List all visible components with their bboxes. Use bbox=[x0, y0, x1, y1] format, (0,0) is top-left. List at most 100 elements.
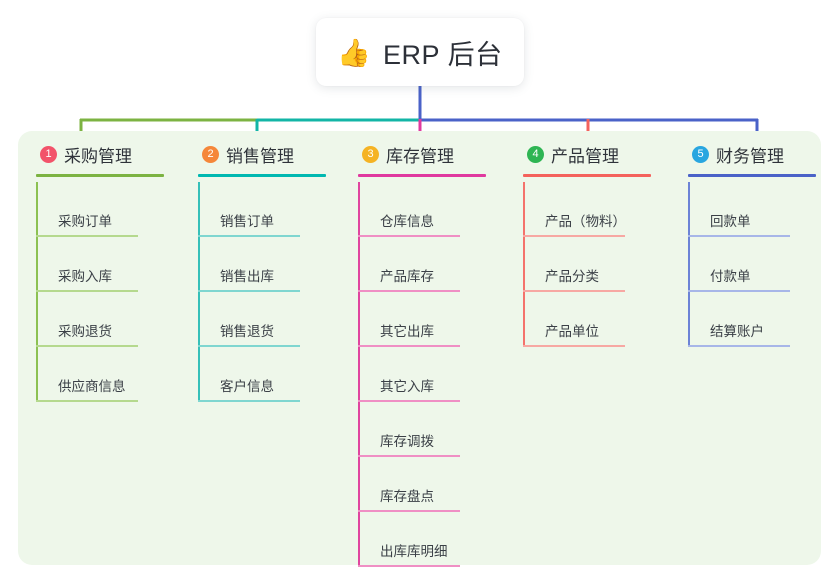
column-3: 3 库存管理仓库信息产品库存其它出库其它入库库存调拨库存盘点出库库明细 bbox=[358, 131, 518, 567]
leaf-underline bbox=[523, 345, 625, 347]
column-title: 销售管理 bbox=[226, 147, 294, 166]
leaf-underline bbox=[688, 290, 790, 292]
column-title: 库存管理 bbox=[386, 147, 454, 166]
leaf-label: 产品（物料） bbox=[545, 214, 626, 229]
leaf-item[interactable]: 库存盘点 bbox=[358, 457, 518, 512]
leaf-label: 销售退货 bbox=[220, 324, 274, 339]
column-title: 财务管理 bbox=[716, 147, 784, 166]
leaf-item[interactable]: 结算账户 bbox=[688, 292, 839, 347]
leaf-label: 产品分类 bbox=[545, 269, 599, 284]
leaf-underline bbox=[198, 345, 300, 347]
column-underline bbox=[688, 174, 816, 177]
leaf-item[interactable]: 其它出库 bbox=[358, 292, 518, 347]
column-header-3[interactable]: 3 库存管理 bbox=[358, 131, 518, 178]
leaf-label: 采购退货 bbox=[58, 324, 112, 339]
leaf-item[interactable]: 销售出库 bbox=[198, 237, 358, 292]
leaf-item[interactable]: 产品分类 bbox=[523, 237, 683, 292]
leaf-label: 库存调拨 bbox=[380, 434, 434, 449]
column-5: 5 财务管理回款单付款单结算账户 bbox=[688, 131, 839, 347]
leaf-item[interactable]: 产品单位 bbox=[523, 292, 683, 347]
leaf-label: 出库库明细 bbox=[380, 544, 448, 559]
column-4: 4 产品管理产品（物料） 产品分类产品单位 bbox=[523, 131, 683, 347]
column-title: 产品管理 bbox=[551, 147, 619, 166]
leaf-label: 销售订单 bbox=[220, 214, 274, 229]
leaf-label: 产品单位 bbox=[545, 324, 599, 339]
column-number-badge: 5 bbox=[692, 146, 709, 163]
leaf-label: 结算账户 bbox=[710, 324, 764, 339]
leaf-label: 客户信息 bbox=[220, 379, 274, 394]
column-header-4[interactable]: 4 产品管理 bbox=[523, 131, 683, 178]
leaf-label: 其它出库 bbox=[380, 324, 434, 339]
column-number-badge: 1 bbox=[40, 146, 57, 163]
leaf-underline bbox=[688, 235, 790, 237]
leaf-item[interactable]: 客户信息 bbox=[198, 347, 358, 402]
leaf-label: 仓库信息 bbox=[380, 214, 434, 229]
leaf-spine bbox=[36, 182, 38, 402]
column-underline bbox=[198, 174, 326, 177]
leaf-underline bbox=[36, 345, 138, 347]
leaf-underline bbox=[358, 565, 460, 567]
root-title: ERP 后台 bbox=[383, 39, 503, 70]
leaf-label: 供应商信息 bbox=[58, 379, 126, 394]
leaf-list: 采购订单采购入库采购退货供应商信息 bbox=[36, 182, 196, 402]
leaf-label: 采购入库 bbox=[58, 269, 112, 284]
leaf-underline bbox=[36, 235, 138, 237]
leaf-spine bbox=[358, 182, 360, 567]
leaf-label: 回款单 bbox=[710, 214, 751, 229]
leaf-label: 销售出库 bbox=[220, 269, 274, 284]
leaf-label: 付款单 bbox=[710, 269, 751, 284]
leaf-underline bbox=[523, 235, 625, 237]
leaf-item[interactable]: 销售订单 bbox=[198, 182, 358, 237]
leaf-list: 销售订单销售出库销售退货客户信息 bbox=[198, 182, 358, 402]
thumbs-up-icon: 👍 bbox=[337, 37, 372, 68]
column-number-badge: 2 bbox=[202, 146, 219, 163]
column-underline bbox=[358, 174, 486, 177]
leaf-spine bbox=[523, 182, 525, 347]
leaf-underline bbox=[198, 235, 300, 237]
column-container: 1 采购管理采购订单采购入库采购退货供应商信息 2 销售管理销售订单销售出库销售退货客… bbox=[18, 131, 821, 567]
column-number-badge: 4 bbox=[527, 146, 544, 163]
leaf-list: 回款单付款单结算账户 bbox=[688, 182, 839, 347]
column-title: 采购管理 bbox=[64, 147, 132, 166]
leaf-underline bbox=[358, 400, 460, 402]
leaf-item[interactable]: 采购订单 bbox=[36, 182, 196, 237]
leaf-item[interactable]: 销售退货 bbox=[198, 292, 358, 347]
leaf-label: 其它入库 bbox=[380, 379, 434, 394]
leaf-underline bbox=[523, 290, 625, 292]
leaf-item[interactable]: 其它入库 bbox=[358, 347, 518, 402]
leaf-spine bbox=[198, 182, 200, 402]
leaf-item[interactable]: 产品库存 bbox=[358, 237, 518, 292]
leaf-underline bbox=[36, 400, 138, 402]
root-node[interactable]: 👍 ERP 后台 bbox=[316, 18, 524, 86]
column-2: 2 销售管理销售订单销售出库销售退货客户信息 bbox=[198, 131, 358, 402]
column-header-5[interactable]: 5 财务管理 bbox=[688, 131, 839, 178]
leaf-item[interactable]: 出库库明细 bbox=[358, 512, 518, 567]
mindmap-panel bbox=[18, 131, 821, 565]
leaf-underline bbox=[198, 290, 300, 292]
leaf-underline bbox=[358, 235, 460, 237]
column-header-2[interactable]: 2 销售管理 bbox=[198, 131, 358, 178]
leaf-label: 采购订单 bbox=[58, 214, 112, 229]
leaf-list: 产品（物料） 产品分类产品单位 bbox=[523, 182, 683, 347]
leaf-underline bbox=[358, 290, 460, 292]
column-header-1[interactable]: 1 采购管理 bbox=[36, 131, 196, 178]
leaf-item[interactable]: 回款单 bbox=[688, 182, 839, 237]
leaf-item[interactable]: 采购入库 bbox=[36, 237, 196, 292]
leaf-item[interactable]: 采购退货 bbox=[36, 292, 196, 347]
leaf-underline bbox=[358, 510, 460, 512]
leaf-item[interactable]: 供应商信息 bbox=[36, 347, 196, 402]
leaf-item[interactable]: 库存调拨 bbox=[358, 402, 518, 457]
leaf-underline bbox=[36, 290, 138, 292]
leaf-item[interactable]: 仓库信息 bbox=[358, 182, 518, 237]
leaf-item[interactable]: 产品（物料） bbox=[523, 182, 683, 237]
column-underline bbox=[36, 174, 164, 177]
column-underline bbox=[523, 174, 651, 177]
column-number-badge: 3 bbox=[362, 146, 379, 163]
leaf-underline bbox=[198, 400, 300, 402]
leaf-label: 产品库存 bbox=[380, 269, 434, 284]
leaf-underline bbox=[688, 345, 790, 347]
leaf-spine bbox=[688, 182, 690, 347]
leaf-item[interactable]: 付款单 bbox=[688, 237, 839, 292]
leaf-list: 仓库信息产品库存其它出库其它入库库存调拨库存盘点出库库明细 bbox=[358, 182, 518, 567]
